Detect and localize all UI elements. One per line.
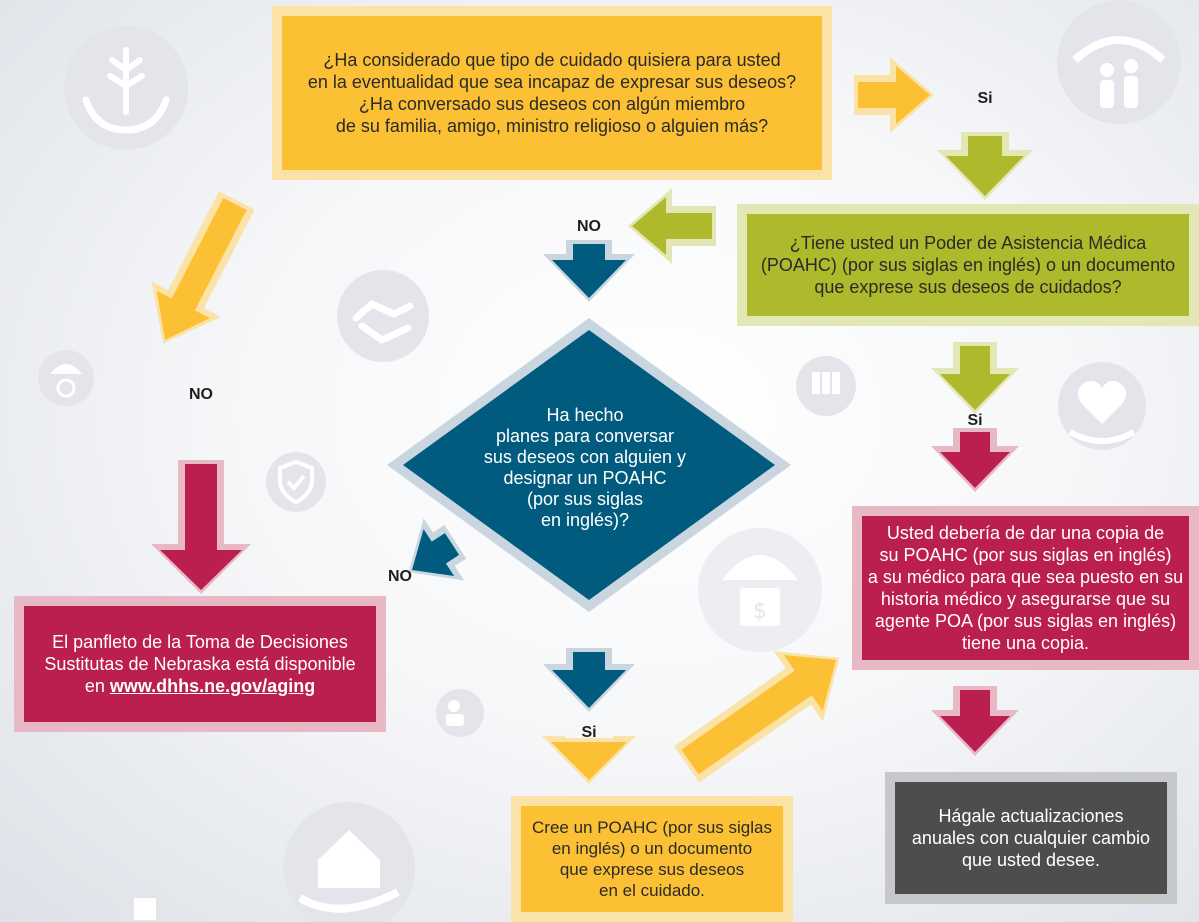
handshake-icon [337, 270, 429, 362]
annual-update-text: Hágale actualizaciones anuales con cualq… [911, 806, 1151, 870]
arrow-question-to-si [854, 57, 934, 133]
arrow-diamond-to-no [408, 518, 467, 581]
dhhs-aging-link[interactable]: www.dhhs.ne.gov/aging [109, 676, 316, 696]
label-no-mid: NO [577, 218, 601, 235]
family-protection-icon [1057, 0, 1181, 124]
poahc-question-box: ¿Tiene usted un Poder de Asistencia Médi… [737, 204, 1199, 326]
decision-diamond [387, 318, 791, 612]
arrow-poahc-to-si-right [931, 342, 1019, 414]
heart-care-icon [1058, 362, 1146, 450]
create-poahc-text: Cree un POAHC (por sus siglas en inglés)… [532, 818, 772, 900]
arrow-si-to-poahc-question [937, 132, 1033, 200]
copy-poahc-text: Usted debería de dar una copia de su POA… [867, 523, 1184, 653]
copy-poahc-box: Usted debería de dar una copia de su POA… [852, 506, 1199, 670]
pamphlet-box: El panfleto de la Toma de Decisiones Sus… [14, 596, 386, 732]
shield-check-icon [266, 452, 326, 512]
arrow-si-to-create [542, 736, 636, 784]
umbrella-money-icon: $ [698, 528, 822, 652]
home-hand-icon [283, 802, 415, 922]
decision-diamond-text: Ha hecho planes para conversar sus deseo… [483, 405, 687, 530]
arrow-question-to-no-left [151, 191, 255, 344]
create-poahc-box: Cree un POAHC (por sus siglas en inglés)… [511, 796, 793, 922]
label-si-right: Si [967, 412, 983, 429]
arrow-si-to-copy [931, 428, 1019, 492]
poahc-question-text: ¿Tiene usted un Poder de Asistencia Médi… [760, 233, 1176, 297]
umbrella-clock-icon [38, 350, 94, 406]
pamphlet-description: El panfleto de la Toma de Decisiones Sus… [44, 632, 356, 696]
question-care-text: ¿Ha considerado que tipo de cuidado quis… [307, 50, 797, 136]
annual-update-box: Hágale actualizaciones anuales con cualq… [885, 772, 1177, 904]
hands-plant-icon [64, 26, 188, 150]
person-document-icon [436, 689, 484, 737]
arrow-no-left-to-pamphlet [151, 460, 251, 594]
pamphlet-text: El panfleto de la Toma de Decisiones Sus… [44, 631, 355, 697]
arrow-copy-to-update [931, 686, 1019, 756]
hands-binders-icon [796, 356, 856, 416]
label-no-diamond: NO [388, 568, 412, 585]
label-no-left: NO [189, 386, 213, 403]
label-si-top: Si [977, 90, 993, 107]
question-care-box: ¿Ha considerado que tipo de cuidado quis… [272, 6, 832, 180]
arrow-diamond-to-si [543, 648, 635, 712]
document-icon [119, 886, 171, 922]
arrow-poahc-to-no [628, 188, 716, 264]
svg-text:$: $ [753, 599, 767, 624]
arrow-no-to-diamond [543, 240, 635, 302]
arrow-create-to-copy [674, 651, 840, 783]
label-si-bottom: Si [581, 724, 597, 741]
